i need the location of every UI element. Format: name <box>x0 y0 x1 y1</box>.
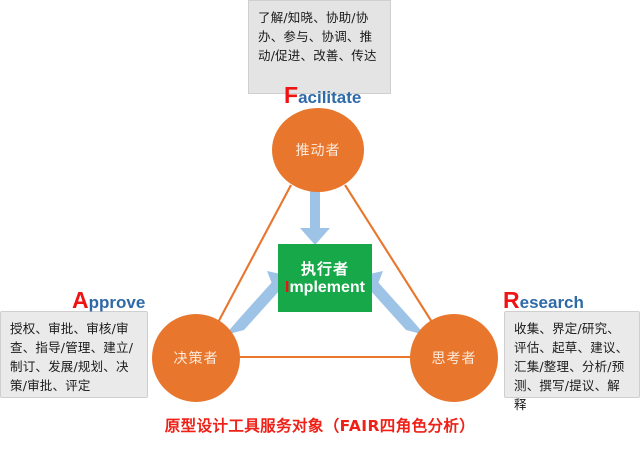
circle-approver: 决策者 <box>152 314 240 402</box>
description-box-approve: 授权、审批、审核/审查、指导/管理、建立/制订、发展/规划、决策/审批、评定 <box>0 311 148 398</box>
role-initial-r: R <box>503 287 520 313</box>
triangle-line-top-left <box>213 184 292 331</box>
implement-label-en: Implement <box>285 279 365 297</box>
circle-researcher: 思考者 <box>410 314 498 402</box>
role-label-research: Research <box>503 289 584 312</box>
description-box-research: 收集、界定/研究、评估、起草、建议、汇集/整理、分析/预测、撰写/提议、解释 <box>504 311 640 412</box>
arrow-approve-to-implement <box>225 271 285 335</box>
circle-researcher-label: 思考者 <box>431 351 477 367</box>
triangle-line-top-right <box>344 184 438 331</box>
diagram-caption: 原型设计工具服务对象（FAIR四角色分析） <box>164 417 476 435</box>
description-box-facilitate: 了解/知晓、协助/协办、参与、协调、推动/促进、改善、传达 <box>248 0 391 94</box>
role-label-approve: Approve <box>72 289 145 312</box>
role-word-research: esearch <box>519 293 584 312</box>
circle-facilitator-label: 推动者 <box>295 143 341 159</box>
circle-facilitator: 推动者 <box>272 108 364 192</box>
center-box-implement: 执行者 Implement <box>278 244 372 312</box>
arrow-research-to-implement <box>365 271 425 335</box>
arrow-facilitate-to-implement <box>300 190 330 245</box>
implement-label-cn: 执行者 <box>300 259 349 278</box>
role-word-facilitate: acilitate <box>298 88 362 107</box>
implement-initial-i: I <box>284 278 290 296</box>
role-label-facilitate: Facilitate <box>284 84 361 107</box>
role-initial-a: A <box>72 287 89 313</box>
role-initial-f: F <box>284 82 299 108</box>
role-word-approve: pprove <box>88 293 146 312</box>
implement-word: mplement <box>289 278 366 296</box>
circle-approver-label: 决策者 <box>173 351 219 367</box>
